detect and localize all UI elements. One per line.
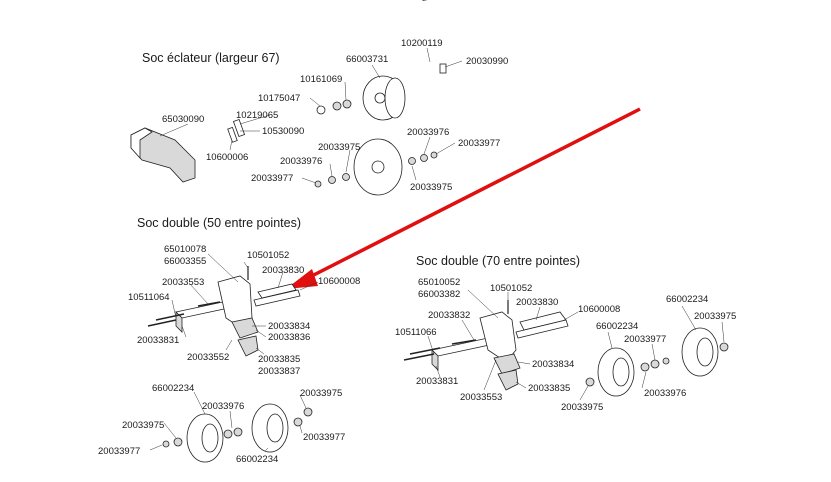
title-soc-double-70: Soc double (70 entre pointes) <box>416 254 580 268</box>
label-66002234-70b: 66002234 <box>596 321 638 332</box>
label-20033976-b: 20033976 <box>407 127 449 138</box>
hub-face <box>385 78 405 118</box>
label-10501052-70: 10501052 <box>490 283 532 294</box>
label-20033553-a: 20033553 <box>162 277 204 288</box>
label-20033830: 20033830 <box>262 265 304 276</box>
label-65030090: 65030090 <box>162 114 204 125</box>
nut-70-1 <box>586 378 594 386</box>
label-10530090: 10530090 <box>262 126 304 137</box>
label-20033835: 20033835 <box>258 354 300 365</box>
label-20030990: 20030990 <box>466 56 508 67</box>
label-20033975-b: 20033975 <box>410 182 452 193</box>
plate-20033831-70 <box>432 338 494 356</box>
point-20033835-70 <box>498 370 518 390</box>
nut-b <box>329 177 336 184</box>
label-66002234-b: 66002234 <box>236 454 278 465</box>
label-10600008-70: 10600008 <box>578 304 620 315</box>
nut-w3 <box>224 430 232 438</box>
label-66002234-a: 66002234 <box>152 383 194 394</box>
point-20033835 <box>238 336 258 356</box>
wheel-b-hub <box>267 414 283 442</box>
title-soc-eclateur: Soc éclateur (largeur 67) <box>142 51 280 65</box>
label-20033977-a: 20033977 <box>98 446 140 457</box>
label-20033553-70: 20033553 <box>460 392 502 403</box>
label-20033975-b: 20033975 <box>300 388 342 399</box>
label-65010052: 65010052 <box>418 277 460 288</box>
nut-70-4 <box>720 343 728 351</box>
wheel-a-hub <box>202 424 218 452</box>
label-10219065: 10219065 <box>236 110 278 121</box>
label-10175047: 10175047 <box>258 93 300 104</box>
section-soc-double-70: Soc double (70 entre pointes) <box>395 254 736 413</box>
clip-20030990 <box>440 64 446 73</box>
seal-10175047 <box>317 106 325 114</box>
label-20033832: 20033832 <box>428 310 470 321</box>
label-20033836: 20033836 <box>268 332 310 343</box>
point-20033834 <box>232 318 258 338</box>
nut-w1 <box>174 438 182 446</box>
label-10511066: 10511066 <box>395 327 437 338</box>
bearing-b <box>333 102 341 110</box>
label-10200119: 10200119 <box>401 38 443 49</box>
nut-70-3 <box>651 360 659 368</box>
nut-w4 <box>294 418 302 426</box>
label-20033976-a: 20033976 <box>280 156 322 167</box>
nut-c <box>409 158 416 165</box>
nut-d <box>421 155 428 162</box>
washer-70 <box>663 358 669 364</box>
hub-bore <box>375 93 385 103</box>
label-20033831: 20033831 <box>137 335 179 346</box>
label-20033976: 20033976 <box>202 401 244 412</box>
washer-a <box>315 181 321 187</box>
nut-70-2 <box>641 363 649 371</box>
label-20033552: 20033552 <box>187 352 229 363</box>
label-10161069: 10161069 <box>300 74 342 85</box>
label-20033831-70: 20033831 <box>416 376 458 387</box>
label-10600006: 10600006 <box>206 152 248 163</box>
label-66003731: 66003731 <box>346 54 388 65</box>
section-soc-double-50: Soc double (50 entre pointes) 65010078 6… <box>128 216 360 377</box>
label-10501052: 10501052 <box>247 250 289 261</box>
disc-hub <box>372 161 384 173</box>
label-20033975-70a: 20033975 <box>694 311 736 322</box>
label-65010078: 65010078 <box>164 244 206 255</box>
label-20033977-b: 20033977 <box>303 432 345 443</box>
section-wheels-50: 66002234 20033975 20033976 20033975 2003… <box>98 383 345 465</box>
label-20033835-70: 20033835 <box>528 383 570 394</box>
label-66003355: 66003355 <box>164 256 206 267</box>
label-20033977-b: 20033977 <box>458 138 500 149</box>
label-20033976-70: 20033976 <box>644 388 686 399</box>
nut-w5 <box>304 408 312 416</box>
label-20033834-70: 20033834 <box>532 359 574 370</box>
title-soc-double-50: Soc double (50 entre pointes) <box>137 216 301 230</box>
label-66003382: 66003382 <box>418 289 460 300</box>
wheel-70-a-hub <box>613 358 629 386</box>
nut-a <box>343 174 350 181</box>
label-10511064: 10511064 <box>128 292 170 303</box>
label-10600008: 10600008 <box>318 276 360 287</box>
section-soc-eclateur: Soc éclateur (largeur 67) <box>131 0 508 195</box>
washer-b <box>431 152 437 158</box>
pin-10600006 <box>228 127 237 142</box>
label-20033975-70b: 20033975 <box>561 402 603 413</box>
wheel-70-b-hub <box>697 338 713 366</box>
label-20033975-a: 20033975 <box>122 420 164 431</box>
label-20033977-a: 20033977 <box>251 173 293 184</box>
label-20033837: 20033837 <box>258 366 300 377</box>
label-20033975-a: 20033975 <box>318 142 360 153</box>
label-20033830-70: 20033830 <box>516 297 558 308</box>
washer-w1 <box>163 441 169 447</box>
label-66002234-70a: 66002234 <box>666 294 708 305</box>
nut-w2 <box>234 428 242 436</box>
label-20033977-70: 20033977 <box>624 334 666 345</box>
label-20033834: 20033834 <box>268 321 310 332</box>
bearing-10161069 <box>343 100 351 108</box>
